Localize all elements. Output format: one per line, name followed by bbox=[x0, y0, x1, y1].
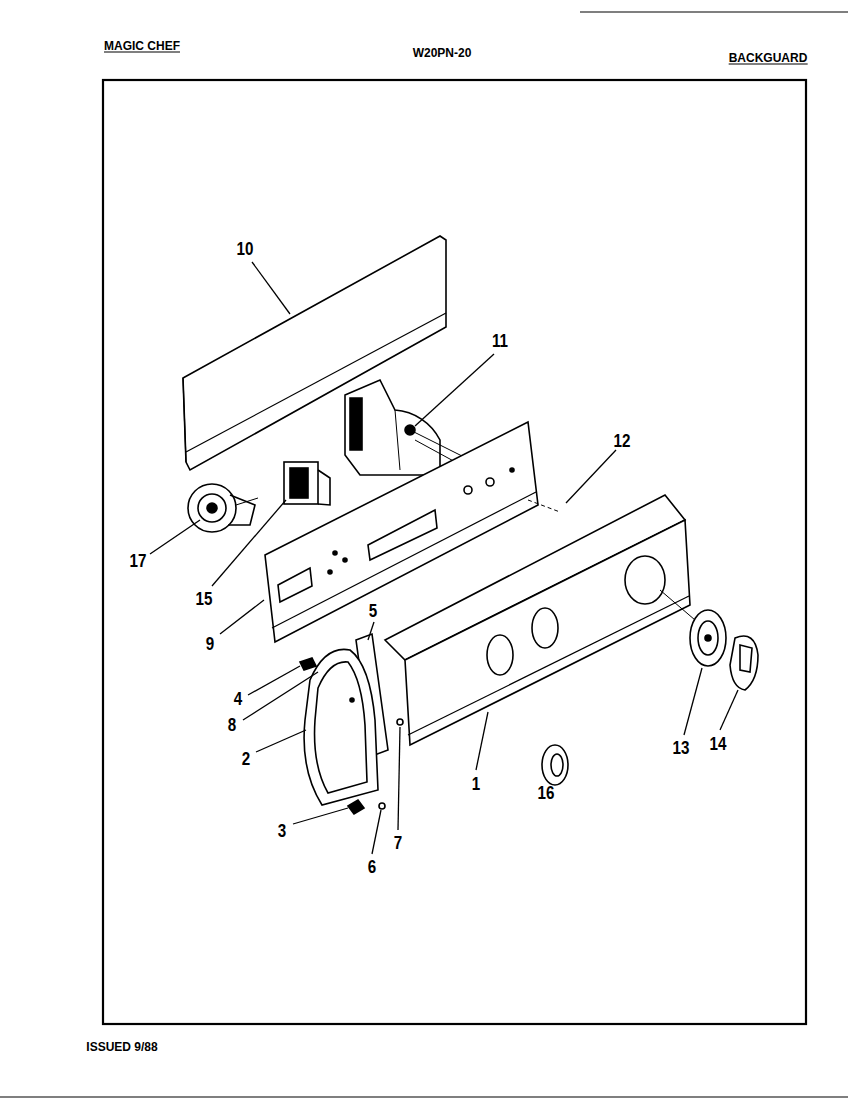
callout-number: 15 bbox=[196, 589, 213, 608]
callout-number: 4 bbox=[234, 689, 242, 708]
header-text: BACKGUARD bbox=[729, 52, 808, 65]
callout-number: 16 bbox=[538, 783, 555, 802]
callout-number: 1 bbox=[472, 774, 480, 793]
callout-number: 8 bbox=[228, 715, 236, 734]
callout-number: 6 bbox=[368, 857, 376, 876]
header-text: ISSUED 9/88 bbox=[86, 1041, 157, 1053]
callout-number: 9 bbox=[206, 634, 214, 653]
callout-number: 5 bbox=[369, 601, 377, 620]
callout-number: 12 bbox=[614, 431, 631, 450]
callout-number: 11 bbox=[492, 331, 508, 350]
callout-number: 2 bbox=[242, 749, 250, 768]
callout-number: 10 bbox=[237, 239, 254, 258]
callout-number: 14 bbox=[710, 734, 727, 753]
header-text: MAGIC CHEF bbox=[104, 40, 180, 53]
callout-number: 3 bbox=[278, 821, 286, 840]
header-text: W20PN-20 bbox=[413, 47, 472, 59]
callout-number: 7 bbox=[394, 833, 402, 852]
callout-number: 17 bbox=[130, 551, 147, 570]
callout-number: 13 bbox=[673, 738, 690, 757]
